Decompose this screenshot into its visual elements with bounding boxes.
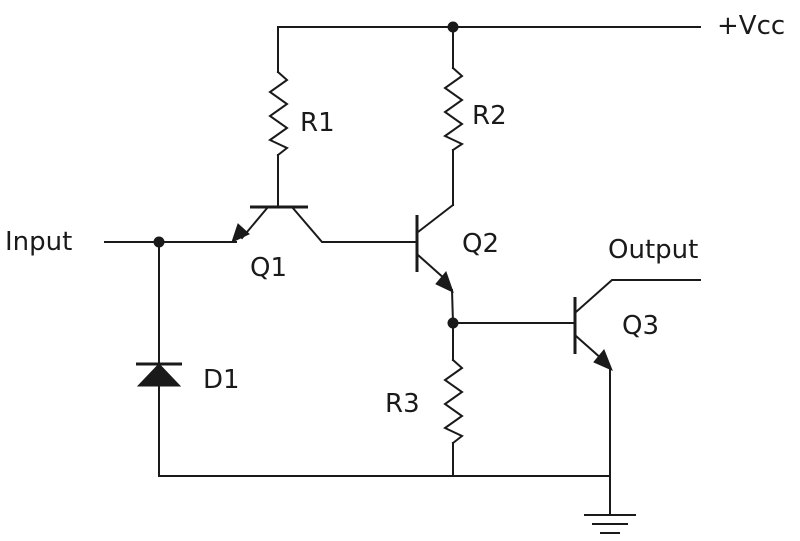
transistor-q2 — [415, 203, 455, 325]
resistor-r1 — [268, 26, 289, 206]
label-q1: Q1 — [250, 253, 287, 283]
diode-d1 — [136, 241, 182, 477]
transistor-q3 — [573, 279, 701, 477]
label-q2: Q2 — [462, 229, 499, 259]
label-q3: Q3 — [622, 311, 659, 341]
label-input: Input — [5, 227, 72, 257]
resistor-r2 — [443, 26, 465, 206]
label-vcc: +Vcc — [717, 11, 785, 41]
resistor-r3 — [443, 322, 464, 477]
label-d1: D1 — [203, 365, 240, 395]
label-r2: R2 — [472, 101, 507, 131]
label-r1: R1 — [300, 108, 335, 138]
label-output: Output — [608, 235, 698, 265]
transistor-q1 — [231, 205, 416, 243]
ground-icon — [584, 514, 636, 534]
label-r3: R3 — [385, 389, 420, 419]
